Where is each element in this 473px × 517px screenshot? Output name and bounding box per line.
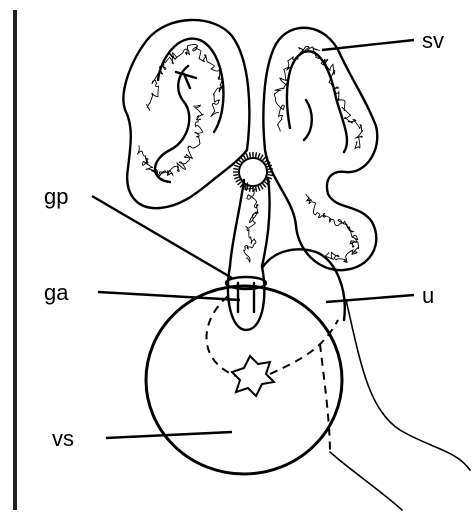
pore-spine — [234, 177, 239, 179]
dashed-canal-right — [270, 320, 338, 374]
pore-spine — [236, 162, 240, 165]
leader-line-vs — [106, 432, 232, 438]
pore-spine — [268, 175, 273, 176]
pore-spine — [234, 165, 239, 167]
label-gp: gp — [44, 186, 68, 208]
pore-spine — [268, 169, 273, 170]
uterus-outline — [262, 249, 345, 320]
label-sv: sv — [422, 30, 444, 52]
leader-line-ga — [98, 292, 240, 300]
pore-spine — [261, 155, 264, 159]
uterus-trailing-curve — [346, 300, 470, 470]
pore-spine — [256, 187, 257, 192]
pore-spine — [243, 155, 246, 159]
pore-spine — [263, 157, 266, 161]
seminal-vesicle-left-outline — [123, 20, 249, 208]
pore-spine — [233, 175, 238, 176]
uterus-trailing-curve-2 — [330, 452, 402, 510]
pore-spine — [258, 186, 260, 191]
coil-scribble — [137, 105, 203, 177]
central-star-body — [232, 356, 274, 396]
pore-spine — [246, 186, 248, 191]
label-vs: vs — [52, 428, 74, 450]
label-u: u — [422, 285, 434, 307]
pore-spine — [250, 152, 251, 157]
seminal-vesicle-right-fold — [287, 51, 347, 152]
dashed-canal-left — [206, 296, 236, 376]
pore-spine — [233, 169, 238, 170]
left-border-bar — [13, 10, 17, 510]
label-ga: ga — [44, 282, 68, 304]
pore-spine — [250, 187, 251, 192]
pore-spine — [236, 180, 240, 183]
pore-spine — [238, 182, 242, 185]
pore-spine — [246, 153, 248, 158]
pore-spine — [256, 152, 257, 157]
pore-spine — [258, 153, 260, 158]
coil-scribble — [244, 182, 259, 262]
oral-pore-ring — [239, 158, 267, 186]
genital-atrium-outline — [228, 266, 264, 330]
seminal-vesicle-right-outline — [263, 28, 377, 270]
leader-line-u — [326, 295, 414, 302]
pore-spine — [261, 185, 264, 189]
pore-spine — [263, 183, 266, 187]
